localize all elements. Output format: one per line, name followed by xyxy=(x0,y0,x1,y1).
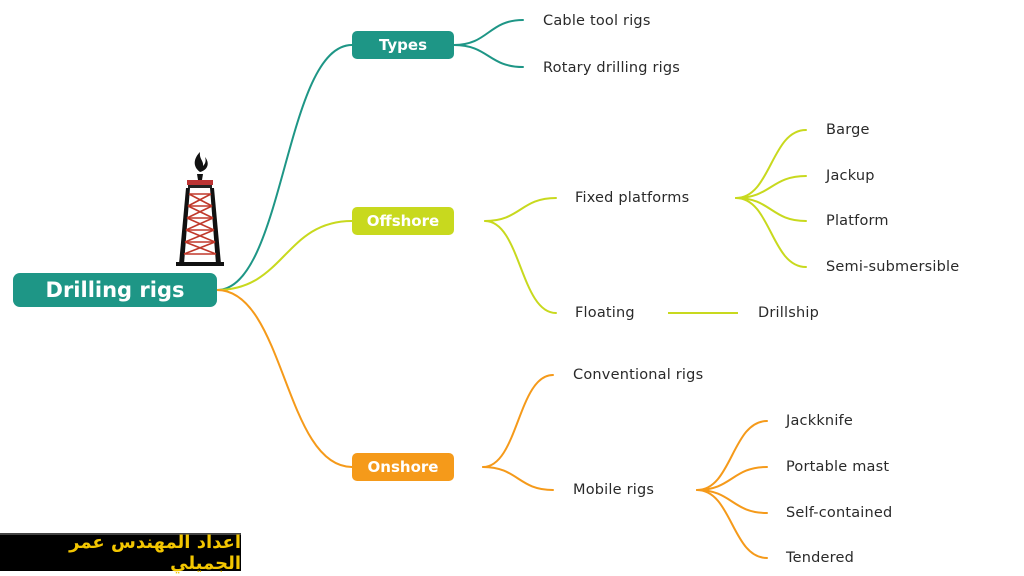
connector-types-cable xyxy=(453,19,524,46)
connector-mobile-leaf-0 xyxy=(696,420,768,491)
leaf-cable-tool-rigs[interactable]: Cable tool rigs xyxy=(543,13,651,29)
connector-types-rotary xyxy=(453,44,524,68)
connector-fixed-leaf-1 xyxy=(735,175,807,199)
branch-node-onshore[interactable]: Onshore xyxy=(352,453,454,481)
connector-fixed-leaf-0 xyxy=(735,129,807,199)
root-node[interactable]: Drilling rigs xyxy=(13,273,217,307)
connector-root-onshore xyxy=(216,289,353,468)
connector-fixed-leaf-3 xyxy=(735,197,807,268)
connector-mobile-leaf-2 xyxy=(696,489,768,514)
leaf-jackknife[interactable]: Jackknife xyxy=(786,413,853,429)
connector-mobile-leaf-3 xyxy=(696,489,768,559)
leaf-self-contained[interactable]: Self-contained xyxy=(786,505,893,521)
leaf-semi-submersible[interactable]: Semi-submersible xyxy=(826,259,960,275)
leaf-drillship[interactable]: Drillship xyxy=(758,305,819,321)
connector-root-types xyxy=(216,44,353,291)
connector-fixed-leaf-2 xyxy=(735,197,807,222)
leaf-fixed-platforms[interactable]: Fixed platforms xyxy=(575,190,690,206)
leaf-rotary-drilling-rigs[interactable]: Rotary drilling rigs xyxy=(543,60,681,76)
leaf-platform[interactable]: Platform xyxy=(826,213,889,229)
connector-root-offshore xyxy=(216,220,353,291)
leaf-tendered[interactable]: Tendered xyxy=(786,550,854,566)
connector-onshore-conventional xyxy=(482,374,554,468)
connector-offshore-floating xyxy=(484,220,557,314)
connector-mobile-leaf-1 xyxy=(696,466,768,491)
leaf-floating[interactable]: Floating xyxy=(575,305,635,321)
leaf-jackup[interactable]: Jackup xyxy=(826,168,875,184)
connector-offshore-fixed xyxy=(484,197,557,222)
leaf-mobile-rigs[interactable]: Mobile rigs xyxy=(573,482,655,498)
connector-onshore-mobile xyxy=(482,466,554,491)
leaf-portable-mast[interactable]: Portable mast xyxy=(786,459,890,475)
branch-node-offshore[interactable]: Offshore xyxy=(352,207,454,235)
oil-derrick-icon xyxy=(176,152,224,266)
leaf-conventional-rigs[interactable]: Conventional rigs xyxy=(573,367,704,383)
author-credit: اعداد المهندس عمر الجميلي xyxy=(0,532,241,574)
branch-node-types[interactable]: Types xyxy=(352,31,454,59)
leaf-barge[interactable]: Barge xyxy=(826,122,870,138)
